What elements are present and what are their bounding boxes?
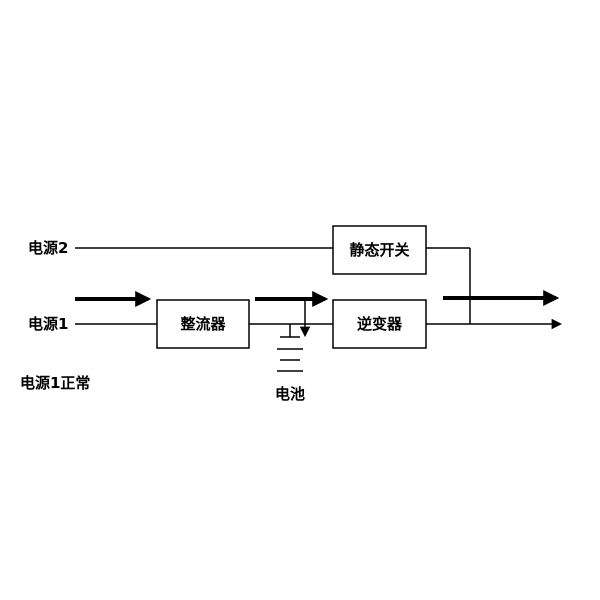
static-switch-label: 静态开关 (349, 241, 409, 259)
static-switch-block (332, 225, 427, 275)
status-caption: 电源1正常 (20, 374, 90, 392)
source2-label: 电源2 (28, 239, 68, 257)
inverter-block (332, 299, 427, 349)
source1-label: 电源1 (28, 315, 68, 333)
battery-label: 电池 (275, 385, 305, 403)
battery-symbol (277, 324, 303, 372)
inverter-label: 逆变器 (357, 315, 403, 333)
rectifier-label: 整流器 (180, 315, 226, 333)
rectifier-block (156, 299, 250, 349)
